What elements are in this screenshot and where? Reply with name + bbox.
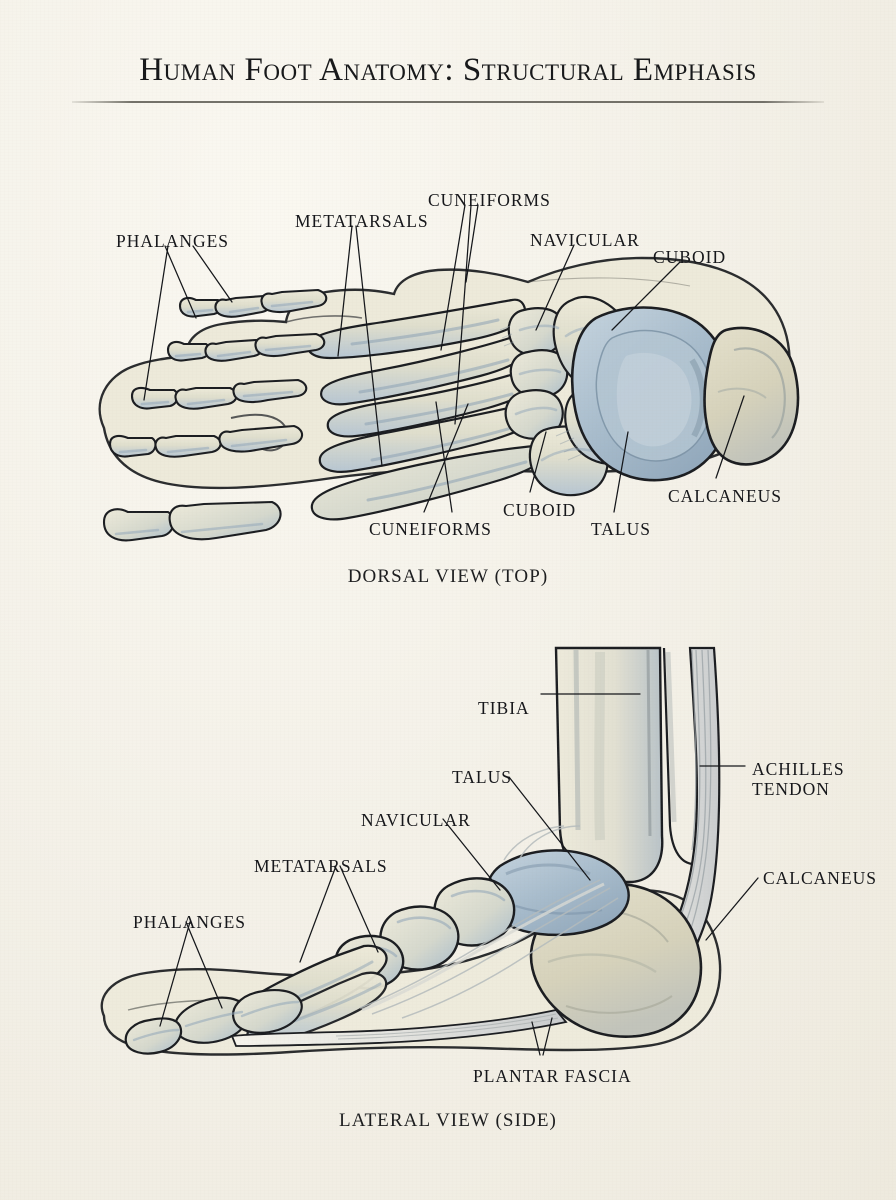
dorsal-hatching [499,325,583,461]
caption-dorsal-view: DORSAL VIEW (TOP) [347,566,549,587]
caption-lateral-view: LATERAL VIEW (SIDE) [339,1110,557,1131]
dorsal-tarsal-shading [514,324,618,462]
label-dorsal-metatarsals: METATARSALS [295,211,429,231]
lateral-ligament-fibers [359,825,619,1019]
label-lateral-calcaneus: CALCANEUS [763,868,878,888]
label-lateral-talus: TALUS [452,767,512,787]
label-dorsal-cuboid-bottom: CUBOID [503,500,577,520]
label-lateral-phalanges: PHALANGES [133,912,247,932]
label-dorsal-phalanges: PHALANGES [116,231,230,251]
lateral-plantar-fascia [230,1009,568,1047]
page-title: Human Foot Anatomy: Structural Emphasis [139,52,757,88]
label-dorsal-cuboid-top: CUBOID [653,247,727,267]
dorsal-calcaneus-bone [703,326,800,466]
label-dorsal-cuneiforms-top: CUNEIFORMS [428,190,551,210]
lateral-leader-lines [159,693,759,1056]
label-dorsal-cuneiforms-bottom: CUNEIFORMS [369,519,492,539]
label-lateral-plantar-fascia: PLANTAR FASCIA [473,1066,632,1086]
label-dorsal-talus: TALUS [591,519,651,539]
dorsal-phalanx-shading [114,300,314,536]
label-dorsal-navicular: NAVICULAR [530,230,640,250]
dorsal-leader-lines [143,204,745,513]
title-underline-rule [72,101,824,103]
label-lateral-tibia: TIBIA [478,698,530,718]
label-dorsal-calcaneus: CALCANEUS [668,486,783,506]
lateral-phalanx-bones [124,989,303,1055]
dorsal-talus-bone [570,306,733,482]
label-lateral-achilles-tendon: ACHILLES TENDON [752,759,845,799]
lateral-foot-illustration [100,646,722,1056]
label-lateral-metatarsals: METATARSALS [254,856,388,876]
label-lateral-navicular: NAVICULAR [361,810,471,830]
